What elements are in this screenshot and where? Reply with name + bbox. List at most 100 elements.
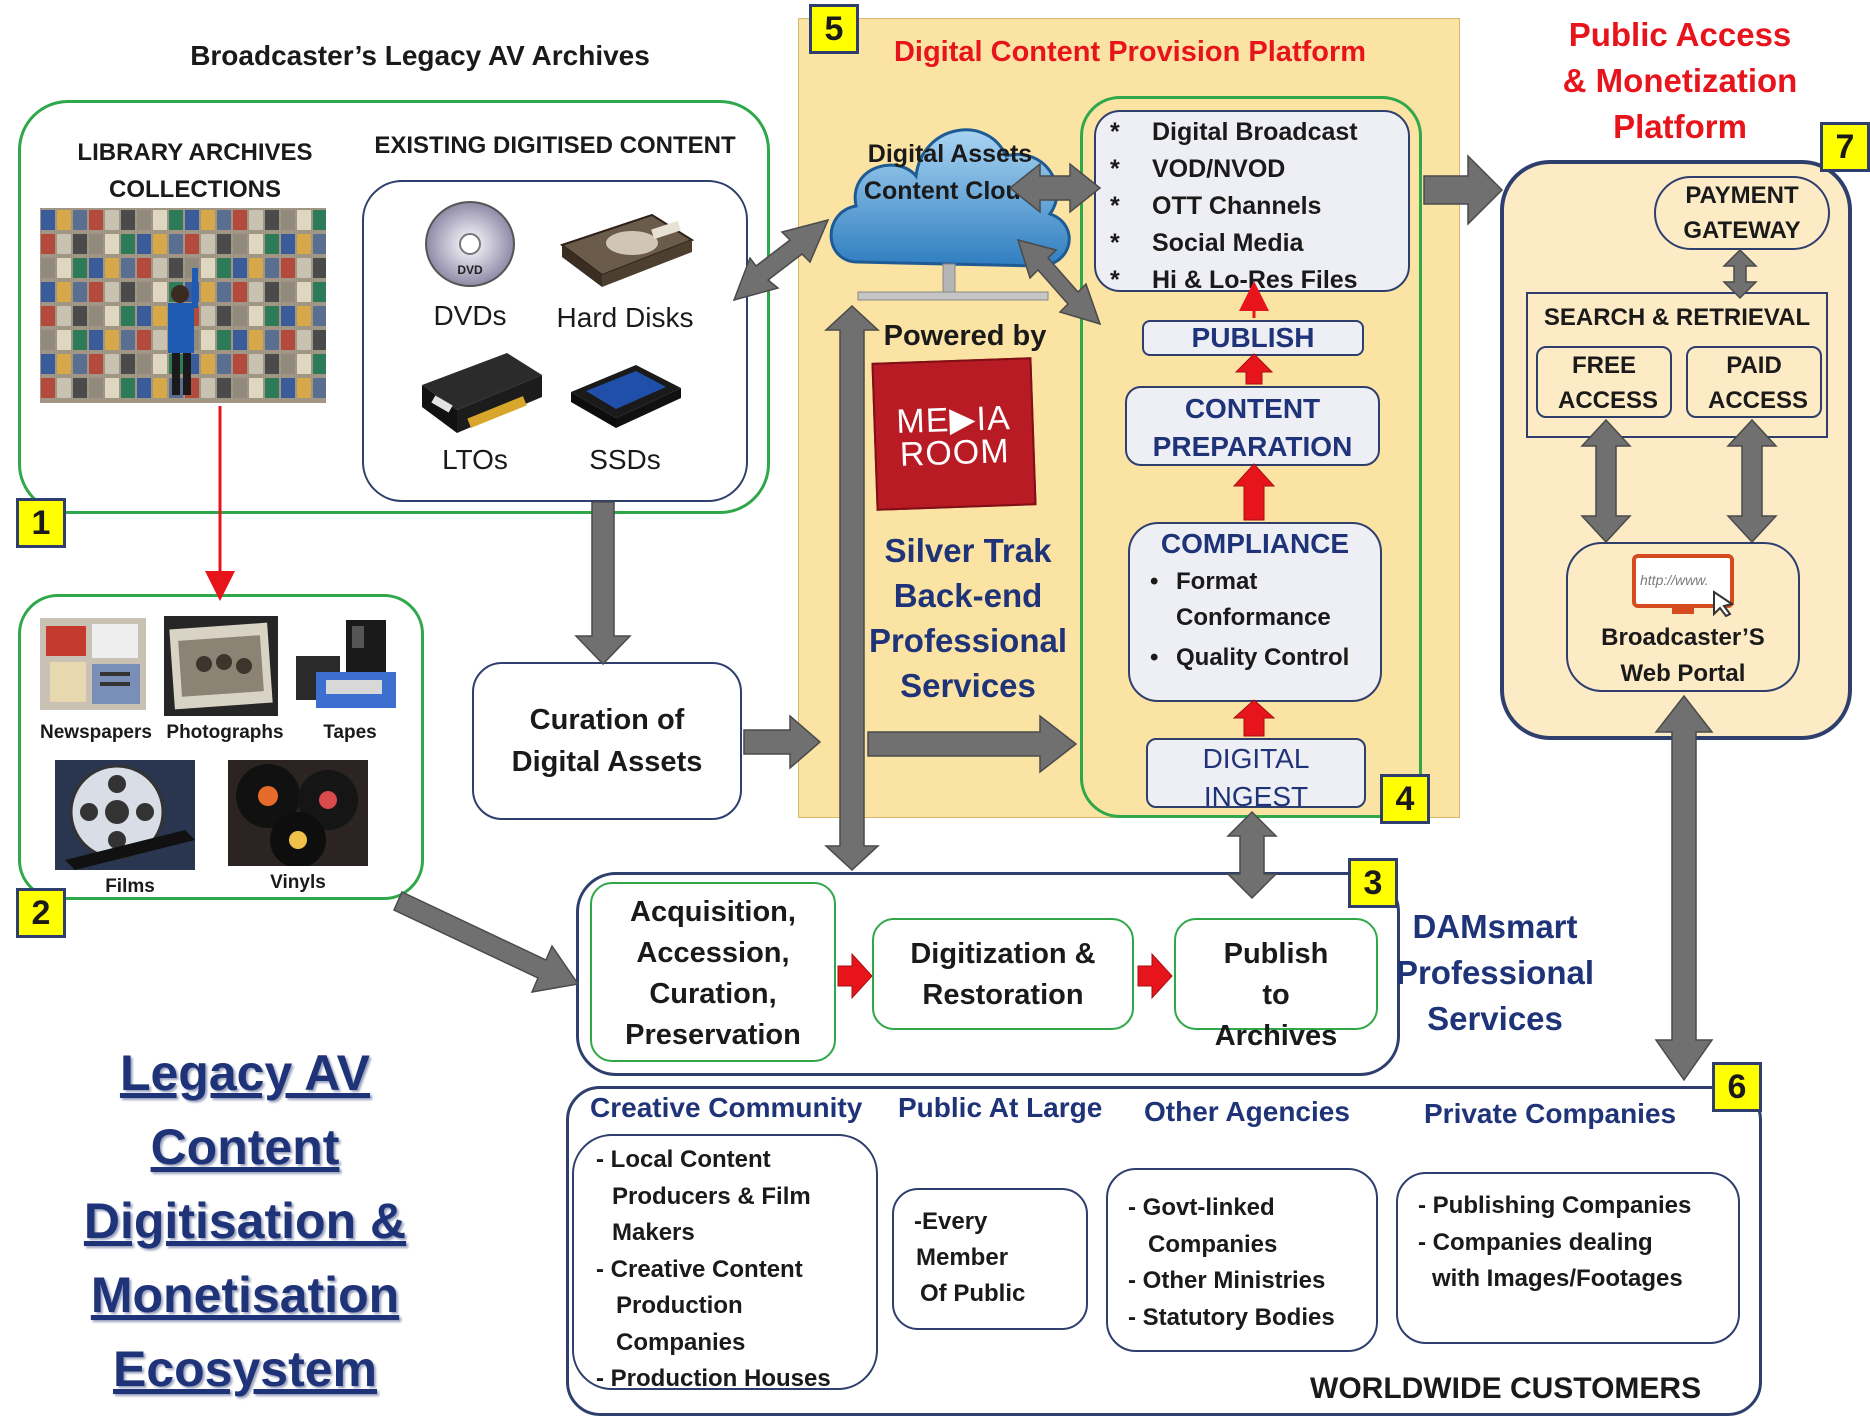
shelf-box [137,258,151,278]
shelf-box [57,234,71,254]
channel-item: *Social Media [1110,229,1304,257]
legacy-archives-box [18,100,770,514]
list-item: Of Public [920,1280,1026,1307]
tapes-label: Tapes [323,722,377,743]
web-portal-box[interactable]: http://www. Broadcaster’S Web Portal [1566,542,1800,692]
free-access-box[interactable]: FREE ACCESS [1536,346,1672,418]
list-item: - Local Content [596,1146,771,1173]
lto-tape-icon [422,353,542,433]
platform-panel-notch [798,818,1110,840]
publish-label: PUBLISH [1191,322,1315,353]
shelf-box [73,282,87,302]
shelf-box [121,282,135,302]
shelf-box [57,306,71,326]
list-item: Companies [616,1328,746,1356]
shelf-box [313,210,326,230]
search-retrieval-box: SEARCH & RETRIEVAL [1526,292,1828,438]
list-item: - Production Houses [596,1365,831,1392]
group-heading-public: Public At Large [898,1092,1103,1123]
shelf-box [217,258,231,278]
shelf-box [217,330,231,350]
shelf-box [137,330,151,350]
photographs-label: Photographs [166,722,284,743]
silver-trak-line-2: Back-end [893,577,1043,614]
shelf-box [297,210,311,230]
shelf-box [265,354,279,374]
shelf-box [249,330,263,350]
archivist-figure [168,268,198,395]
films-icon [55,760,195,870]
shelf-box [281,354,295,374]
damsmart-title: DAMsmart Professional Services [1390,904,1600,1042]
tapes-icon [296,620,396,708]
shelf-box [233,282,247,302]
shelf-box [201,306,215,326]
shelf-box [233,234,247,254]
damsmart-line-3: Services [1427,1000,1563,1037]
shelf-box [41,354,55,374]
shelf-box [281,306,295,326]
shelf-box [57,330,71,350]
public-list: -Every Member Of Public [914,1204,1025,1312]
shelf-box [217,354,231,374]
group-heading-agencies: Other Agencies [1144,1096,1350,1127]
shelf-box [57,258,71,278]
channel-item: *Hi & Lo-Res Files [1110,266,1358,294]
channel-item: *Digital Broadcast [1110,118,1358,146]
paid-access-label: PAID ACCESS [1708,352,1809,414]
shelf-box [169,210,183,230]
shelf-box [297,282,311,302]
group-heading-creative: Creative Community [590,1092,863,1123]
shelf-box [89,378,103,398]
shelf-box [153,258,167,278]
shelf-box [121,258,135,278]
shelf-box [89,330,103,350]
shelf-box [313,258,326,278]
shelf-box [153,210,167,230]
shelf-box [89,234,103,254]
damsmart-line-1: DAMsmart [1412,908,1578,945]
shelf-box [73,330,87,350]
shelf-box [41,234,55,254]
hard-disk-icon [559,213,695,287]
shelf-box [201,282,215,302]
photographs-icon [164,616,278,716]
shelf-box [73,306,87,326]
shelf-box [233,258,247,278]
group-heading-private: Private Companies [1424,1098,1677,1129]
shelf-box [297,306,311,326]
dvds-label: DVDs [433,300,507,331]
shelf-box [105,210,119,230]
badge-4: 4 [1380,774,1430,824]
digitised-heading: EXISTING DIGITISED CONTENT [374,132,736,159]
shelf-box [73,378,87,398]
badge-5: 5 [809,4,859,54]
shelf-box [89,354,103,374]
list-item: - Companies dealing [1418,1228,1653,1256]
shelf-box [153,234,167,254]
newspapers-icon [40,618,146,710]
shelf-box [185,210,199,230]
media-room-logo: ME▶IA ROOM [871,357,1037,511]
shelf-box [121,234,135,254]
silver-trak-line-4: Services [900,667,1036,704]
shelf-box [41,282,55,302]
badge-6: 6 [1712,1062,1762,1112]
shelf-box [89,306,103,326]
step-acquisition: Acquisition, Accession, Curation, Preser… [590,882,836,1062]
shelf-box [137,354,151,374]
badge-3: 3 [1348,858,1398,908]
shelf-box [105,258,119,278]
shelf-box [265,330,279,350]
ssds-label: SSDs [589,444,661,475]
public-access-line-3: Platform [1613,108,1747,145]
list-item: Companies [1148,1230,1278,1258]
shelf-box [153,282,167,302]
payment-gateway-box[interactable]: PAYMENT GATEWAY [1654,176,1830,250]
shelf-box [105,330,119,350]
shelf-box [265,306,279,326]
shelf-box [313,234,326,254]
group-box-public: -Every Member Of Public [892,1188,1088,1330]
shelf-box [265,210,279,230]
paid-access-box[interactable]: PAID ACCESS [1686,346,1822,418]
